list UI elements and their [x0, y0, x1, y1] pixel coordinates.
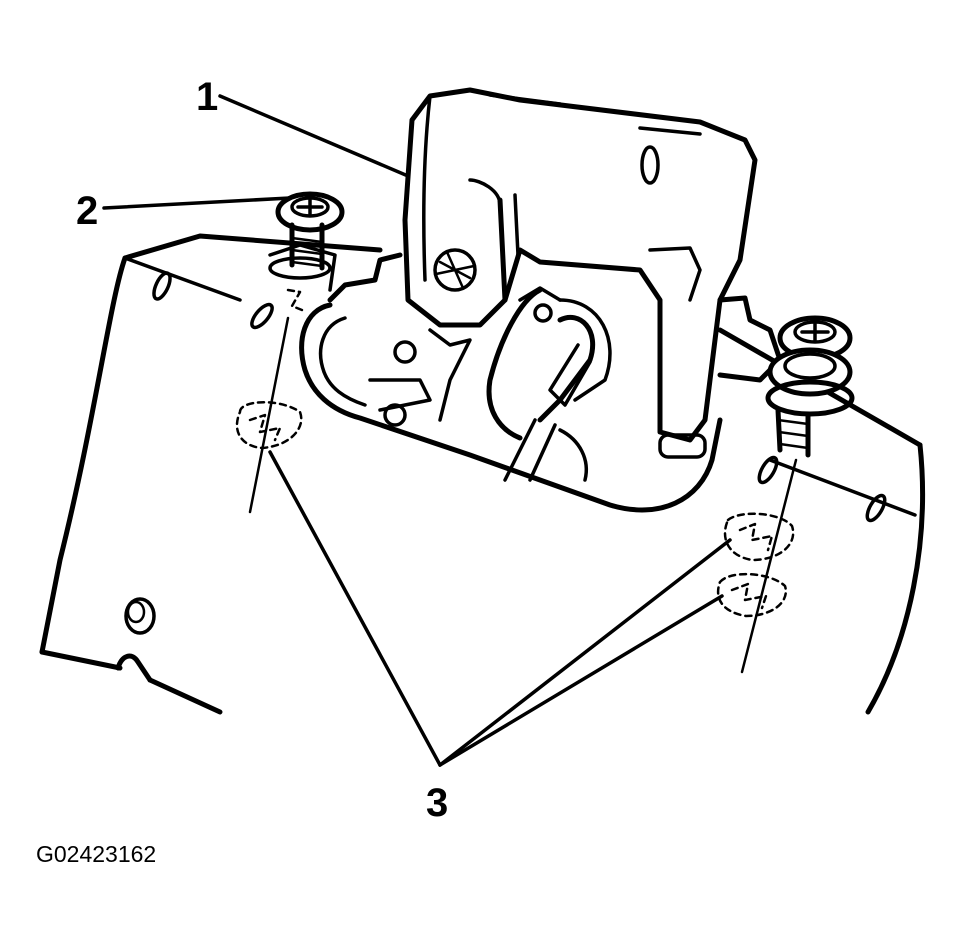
leader-lines [102, 94, 732, 767]
alignment-lines [248, 316, 798, 674]
panel-opening [299, 302, 723, 513]
callout-2-label: 2 [76, 189, 98, 233]
latch-housing [402, 87, 758, 459]
latch-mechanism [368, 286, 612, 482]
panel-slot-holes [124, 271, 887, 635]
bolt-left [268, 191, 345, 312]
retaining-clips [235, 401, 795, 618]
callout-1-label: 1 [196, 75, 218, 119]
callout-3-label: 3 [426, 781, 448, 825]
figure-id: G02423162 [36, 841, 156, 867]
latch-flanges [268, 243, 783, 383]
bolt-right [765, 315, 855, 458]
